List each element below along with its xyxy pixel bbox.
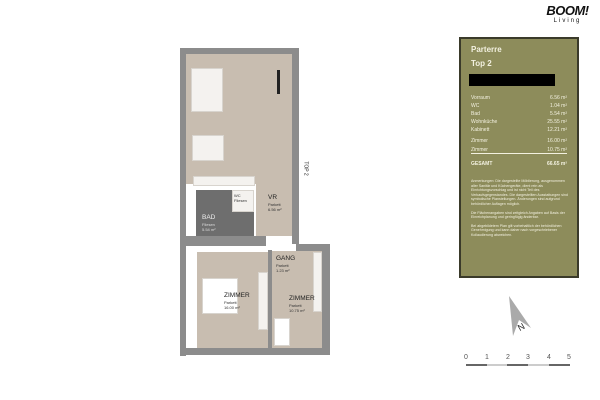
wall [292,48,299,244]
notes: Anmerkungen: Die dargestellte Möblierung… [471,179,568,206]
scale-tick: 5 [567,354,571,361]
window [277,70,280,94]
kitchen-row [193,176,255,186]
wall [322,250,330,355]
logo: BOOM! Living [540,4,595,25]
bed [202,278,238,314]
north-arrow-icon [509,296,531,336]
wardrobe [313,252,322,312]
scale-tick: 1 [485,354,489,361]
room-vr [256,152,292,236]
logo-sub: Living [553,18,582,24]
scale-tick: 2 [506,354,510,361]
redacted-bar [469,74,555,86]
notes: Die Flächenangaben sind zeitgleich Angab… [471,210,565,220]
scale-tick: 0 [464,354,468,361]
wall [180,48,186,356]
dining-table [192,135,224,161]
desk [274,318,290,346]
notes: Bei abgebildetem Plan gilt vorbehaltlich… [471,223,562,237]
wall [186,236,266,246]
wall [180,48,298,54]
notes-box: Anmerkungen: Die dargestellte Möblierung… [471,179,569,270]
wall [268,250,272,350]
scale-tick: 3 [526,354,530,361]
label-top: TOP 2 [302,161,309,176]
floor-title: Parterre [471,45,502,54]
logo-word: BOOM! [546,3,589,18]
wc-area [232,190,254,212]
kitchen-counter [191,68,223,112]
scale-tick: 4 [547,354,551,361]
wardrobe [258,272,268,330]
unit-title: Top 2 [471,59,492,68]
wall [180,348,330,355]
wall [296,244,330,251]
